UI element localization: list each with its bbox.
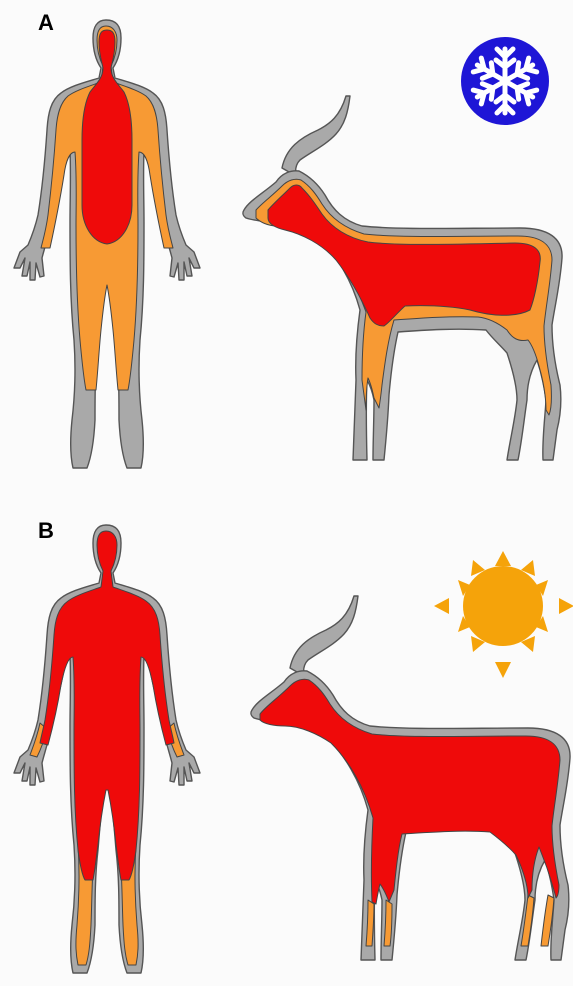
human-cold	[14, 20, 200, 468]
antelope-cold	[243, 96, 562, 460]
antelope-hot-core	[260, 679, 560, 904]
panel-a-letter: A	[38, 10, 54, 35]
snowflake-icon	[461, 37, 549, 125]
antelope-cold-core	[268, 185, 540, 326]
antelope-hot-horn	[290, 596, 358, 676]
antelope-cold-horn	[282, 96, 350, 176]
antelope-hot	[251, 596, 570, 960]
human-hot	[14, 525, 200, 973]
human-cold-core	[82, 30, 132, 244]
human-hot-core	[40, 531, 174, 880]
sun-icon-disc	[463, 566, 543, 646]
sun-icon	[434, 551, 573, 678]
panel-b-letter: B	[38, 518, 54, 543]
panel-b: B	[14, 518, 573, 973]
panel-a: A	[14, 10, 562, 468]
